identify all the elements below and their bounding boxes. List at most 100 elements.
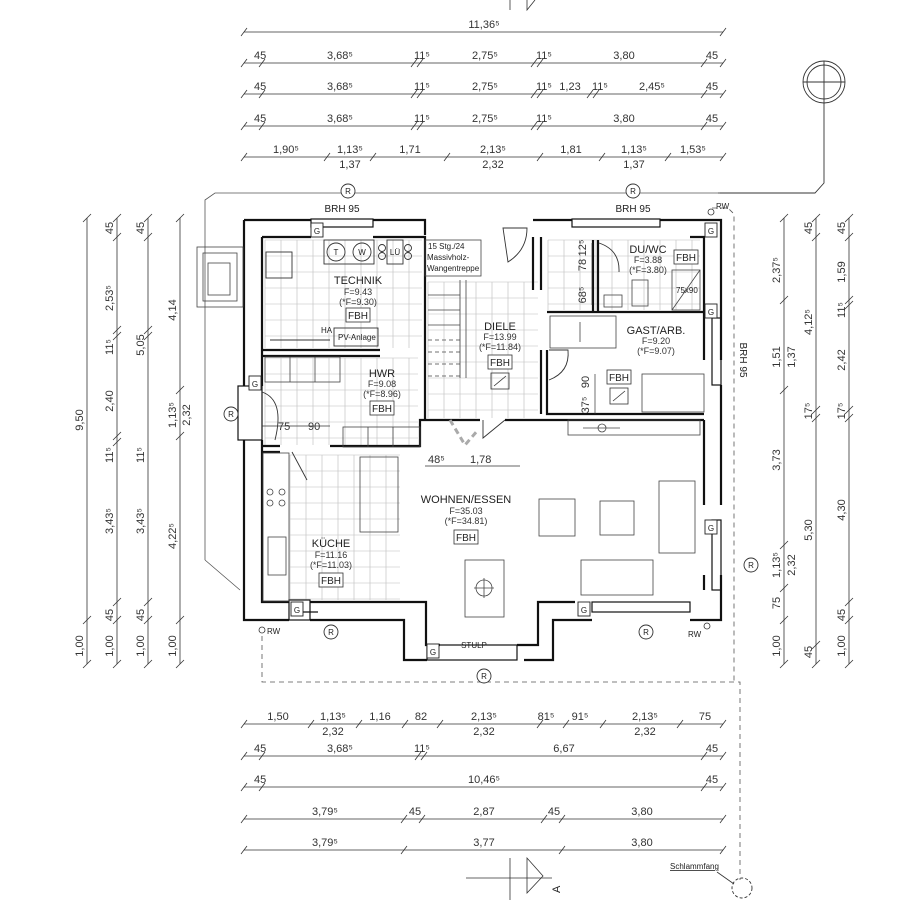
dimension-tick	[112, 615, 122, 625]
dim-label: 17⁵	[836, 403, 848, 420]
dimension-tick	[599, 719, 607, 729]
ha-label: HA	[321, 326, 333, 335]
dimension-tick	[779, 295, 789, 305]
dimension-tick	[530, 121, 538, 131]
rw-label: RW	[716, 202, 730, 211]
dimension-tick	[143, 213, 153, 223]
room-name: DU/WC	[629, 244, 666, 256]
dim-label: 45	[409, 806, 421, 818]
living-furniture	[464, 419, 701, 618]
guest-furniture	[549, 315, 705, 413]
dimension-ticks-right	[779, 213, 854, 669]
dim-label: 2,13⁵	[471, 711, 497, 723]
room-name: GAST/ARB.	[627, 325, 686, 337]
r-label: R	[228, 410, 234, 419]
dimension-tick	[811, 405, 821, 415]
dimension-tick	[536, 58, 544, 68]
dim-label: 1,13⁵	[621, 144, 647, 156]
dimension-tick	[420, 751, 428, 761]
room-area: F=11.16	[315, 550, 348, 560]
r-label: R	[345, 187, 351, 196]
dimension-tick	[240, 719, 248, 729]
rw-label: RW	[688, 630, 702, 639]
dim-row-top-2: 45 3,68⁵ 11⁵ 2,75⁵ 11⁵ 1,23 11⁵ 2,45⁵ 45	[254, 81, 718, 93]
dim-label: 11⁵	[414, 743, 430, 755]
dim-label: 2,13⁵	[480, 144, 506, 156]
dim-label: 45	[254, 774, 266, 786]
door-swings	[261, 227, 620, 481]
roller-shutter-labels: R R R R R R R	[228, 187, 754, 681]
dim-label: 45	[706, 743, 718, 755]
dimension-tick	[530, 89, 538, 99]
dimension-tick	[143, 597, 153, 607]
g-label: G	[708, 227, 714, 236]
pv-label: PV-Anlage	[338, 333, 376, 342]
dim-label: 4,12⁵	[803, 309, 815, 335]
inner-dim: 1,78	[470, 454, 491, 466]
tank-w-icon	[352, 242, 372, 262]
dim-label: 9,50	[74, 409, 86, 430]
dim-label: 1,00	[74, 635, 86, 656]
dim-col-right-1: 1,00 75 1,13⁵ 3,73 1,51 2,37⁵ 2,32 1,37	[771, 257, 798, 657]
dimension-tick	[240, 27, 248, 37]
dimension-tick	[664, 152, 672, 162]
dimension-tick	[143, 331, 153, 341]
dimension-tick	[82, 213, 92, 223]
dim-row-bottom-openings: 1,50 1,13⁵ 1,16 82 2,13⁵ 81⁵ 91⁵ 2,13⁵ 7…	[267, 711, 711, 738]
dim-label: 2,13⁵	[632, 711, 658, 723]
dim-label: 3,68⁵	[327, 743, 353, 755]
dim-overall-width: 11,36⁵	[468, 19, 499, 31]
dimension-tick	[112, 659, 122, 669]
dim-label: 2,37⁵	[771, 257, 783, 283]
dimension-tick	[719, 814, 727, 824]
dimension-tick	[82, 659, 92, 669]
room-technik: TECHNIK F=9.43 (*F=9.30) FBH	[334, 275, 383, 323]
dim-label: 45	[803, 646, 815, 658]
dimension-tick	[700, 121, 708, 131]
room-name: WOHNEN/ESSEN	[421, 494, 512, 506]
dimension-tick	[436, 719, 444, 729]
dimension-tick	[400, 845, 408, 855]
dimension-tick	[112, 431, 122, 441]
g-label: G	[581, 606, 587, 615]
dimension-tick	[811, 640, 821, 650]
dimension-tick	[307, 719, 315, 729]
dimension-tick	[416, 121, 424, 131]
dim-label: 45	[706, 50, 718, 62]
dim-label: 1,00	[135, 635, 147, 656]
door-duwc	[598, 242, 620, 273]
r-label: R	[630, 187, 636, 196]
armchair	[538, 498, 576, 537]
dim-label: 45	[104, 222, 116, 234]
dimension-tick	[558, 814, 566, 824]
dim-label: 1,13⁵	[167, 402, 179, 428]
sofa-right	[658, 480, 696, 554]
sill-height-label: BRH 95	[324, 204, 359, 215]
room-kueche: KÜCHE F=11.16 (*F=11.03) FBH	[310, 538, 352, 588]
dim-sublabel: 1,37	[623, 159, 644, 171]
dim-label: 1,00	[167, 635, 179, 656]
dim-label: 1,13⁵	[320, 711, 346, 723]
staircase	[424, 239, 482, 378]
g-label: G	[314, 227, 320, 236]
dimension-tick	[410, 89, 418, 99]
inner-dimensions	[262, 243, 596, 467]
floor-heating-badge: FBH	[372, 404, 392, 415]
room-net-area: (*F=3.80)	[629, 265, 667, 275]
dim-label: 2,53⁵	[104, 285, 116, 311]
dim-label: 3,79⁵	[312, 837, 338, 849]
dim-label: 3,79⁵	[312, 806, 338, 818]
section-marker-top	[509, 0, 536, 12]
dim-label: 45	[104, 609, 116, 621]
dim-col-left-overall: 1,00 9,50	[74, 409, 86, 656]
dimension-tick	[369, 152, 377, 162]
dimensions-bottom	[244, 723, 723, 851]
leader-line	[716, 871, 735, 885]
dim-label: 11⁵	[536, 50, 552, 62]
dimension-tick	[779, 213, 789, 223]
dim-label: 75	[699, 711, 711, 723]
dimension-tick	[676, 719, 684, 729]
dimension-tick	[700, 89, 708, 99]
room-diele: DIELE F=13.99 (*F=11.84) FBH	[479, 321, 521, 390]
